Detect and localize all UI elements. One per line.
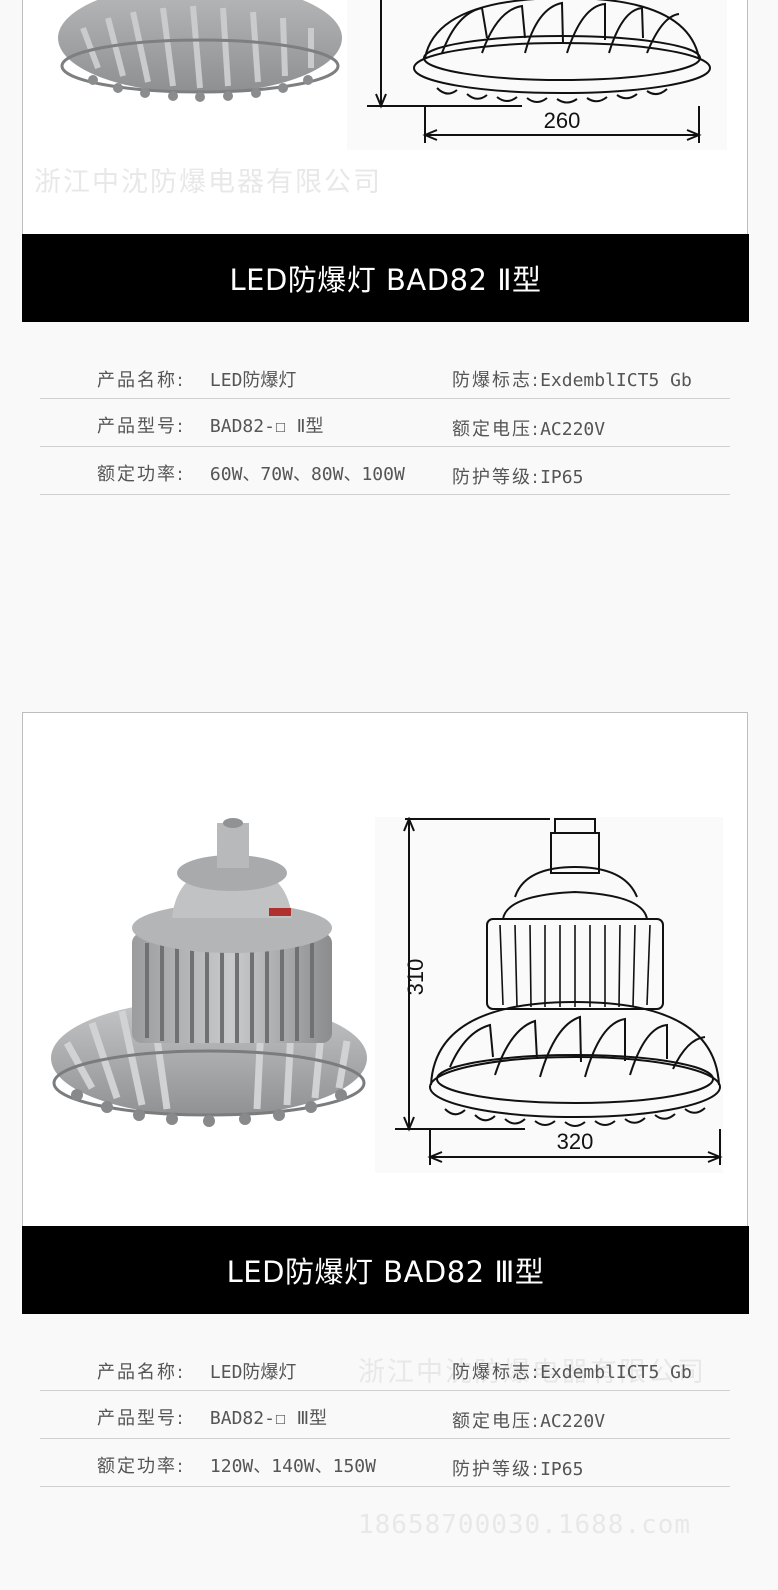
- product1-spec-protection: 防护等级:IP65: [452, 463, 583, 489]
- spec-power-value: 120W、140W、150W: [209, 1456, 376, 1477]
- spec-name-value: LED防爆灯: [209, 370, 297, 391]
- spec-power-value: 60W、70W、80W、100W: [209, 464, 405, 485]
- spec-mark-label: 防爆标志:: [452, 370, 541, 391]
- product2-lamp-photo: [51, 818, 367, 1127]
- product2-spec-row-2: 产品型号: BAD82-☐ Ⅲ型: [97, 1404, 327, 1430]
- spec-protection-label: 防护等级:: [452, 467, 541, 488]
- product2-watermark: 浙江中沈防爆电器有限公司: [358, 1357, 706, 1388]
- product2-spec-protection: 防护等级:IP65: [452, 1455, 583, 1481]
- divider: [40, 398, 730, 399]
- divider: [40, 494, 730, 495]
- spec-name-label: 产品名称:: [97, 1362, 186, 1383]
- product1-image-card: 260 浙江中沈防爆电器有限公司: [22, 0, 748, 235]
- product2-spec-row-3: 额定功率: 120W、140W、150W: [97, 1452, 376, 1478]
- product1-spec-row-1: 产品名称: LED防爆灯: [97, 366, 296, 392]
- spec-model-value: BAD82-☐ Ⅱ型: [209, 416, 324, 437]
- product1-watermark: 浙江中沈防爆电器有限公司: [34, 167, 382, 198]
- spec-power-label: 额定功率:: [97, 464, 186, 485]
- spec-voltage-value: AC220V: [540, 419, 606, 440]
- product1-spec-mark: 防爆标志:ExdemblICT5 Gb: [452, 366, 692, 392]
- spec-model-label: 产品型号:: [97, 416, 186, 437]
- product2-title-banner: LED防爆灯 BAD82 Ⅲ型: [22, 1226, 749, 1314]
- product2-spec-row-1: 产品名称: LED防爆灯: [97, 1358, 296, 1384]
- product1-width-label: 260: [544, 108, 581, 133]
- spec-mark-value: ExdemblICT5 Gb: [540, 1362, 692, 1383]
- divider: [40, 1486, 730, 1487]
- spec-voltage-value: AC220V: [540, 1411, 606, 1432]
- product2-image-card: 310 320: [22, 712, 748, 1227]
- product1-dimension-drawing: 260: [347, 0, 727, 150]
- product2-spec-voltage: 额定电压:AC220V: [452, 1407, 605, 1433]
- spec-mark-value: ExdemblICT5 Gb: [540, 370, 692, 391]
- product2-title: LED防爆灯 BAD82 Ⅲ型: [226, 1255, 545, 1289]
- product1-spec-voltage: 额定电压:AC220V: [452, 415, 605, 441]
- spec-model-value: BAD82-☐ Ⅲ型: [209, 1408, 328, 1429]
- divider: [40, 446, 730, 447]
- divider: [40, 1438, 730, 1439]
- product1-lamp-photo: [58, 0, 342, 102]
- product1-spec-row-3: 额定功率: 60W、70W、80W、100W: [97, 460, 405, 486]
- spec-mark-label: 防爆标志:: [452, 1362, 541, 1383]
- product1-spec-row-2: 产品型号: BAD82-☐ Ⅱ型: [97, 412, 323, 438]
- spec-protection-label: 防护等级:: [452, 1459, 541, 1480]
- spec-protection-value: IP65: [540, 467, 584, 488]
- product2-width-label: 320: [557, 1129, 594, 1154]
- spec-protection-value: IP65: [540, 1459, 584, 1480]
- divider: [40, 1390, 730, 1391]
- product1-title: LED防爆灯 BAD82 Ⅱ型: [229, 263, 542, 297]
- product1-title-banner: LED防爆灯 BAD82 Ⅱ型: [22, 234, 749, 322]
- spec-name-value: LED防爆灯: [209, 1362, 297, 1383]
- product2-spec-mark: 防爆标志:ExdemblICT5 Gb: [452, 1358, 692, 1384]
- spec-name-label: 产品名称:: [97, 370, 186, 391]
- spec-power-label: 额定功率:: [97, 1456, 186, 1477]
- spec-voltage-label: 额定电压:: [452, 1411, 541, 1432]
- spec-model-label: 产品型号:: [97, 1408, 186, 1429]
- phone-watermark: 18658700030.1688.com: [358, 1510, 692, 1540]
- product2-height-label: 310: [403, 959, 428, 996]
- spec-voltage-label: 额定电压:: [452, 419, 541, 440]
- product2-dimension-drawing: 310 320: [375, 817, 723, 1173]
